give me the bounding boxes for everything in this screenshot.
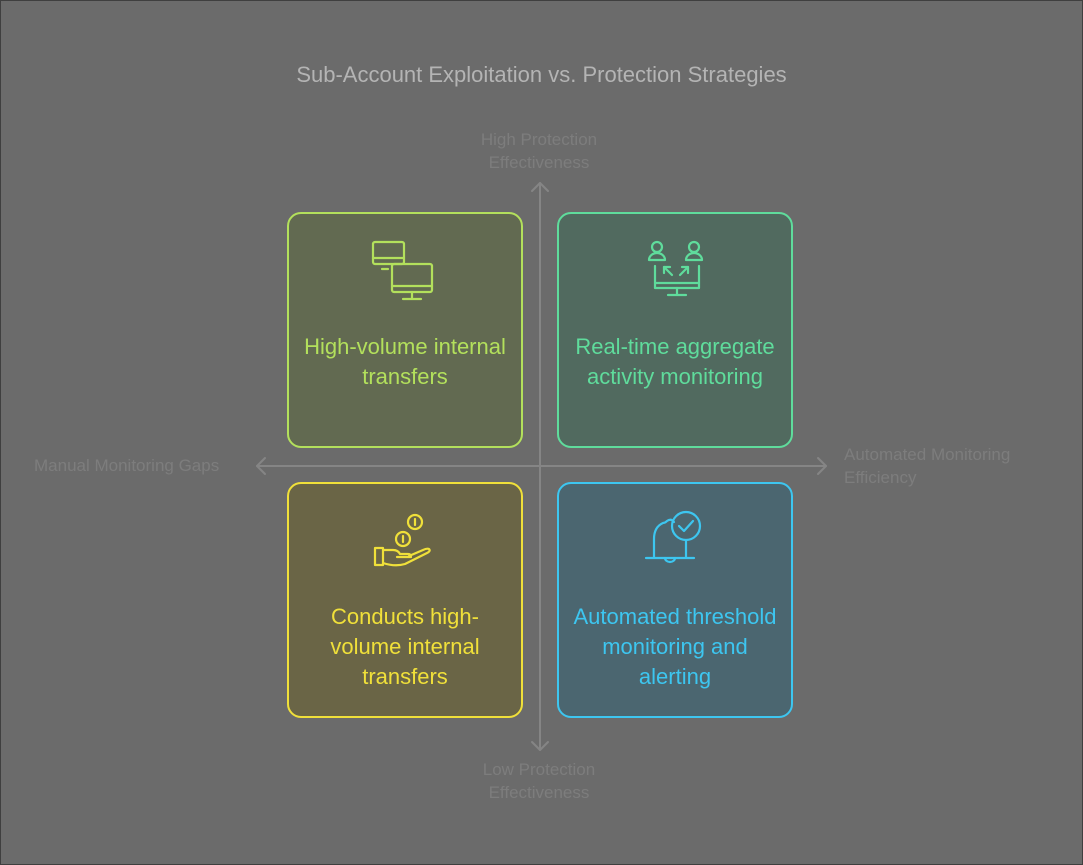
axis-label-top: High Protection Effectiveness <box>480 130 598 172</box>
axis-label-left: Manual Monitoring Gaps <box>34 456 220 475</box>
quadrant-card-top-left: High-volume internal transfers <box>287 212 523 448</box>
users-monitor-icon <box>647 240 704 297</box>
bell-check-icon <box>644 510 702 564</box>
dual-monitor-icon <box>371 240 434 301</box>
diagram-title: Sub-Account Exploitation vs. Protection … <box>296 62 787 87</box>
quadrant-label: Automated threshold monitoring and alert… <box>573 604 777 689</box>
quadrant-card-top-right: Real-time aggregate activity monitoring <box>557 212 793 448</box>
quadrant-card-bottom-left: Conducts high-volume internal transfers <box>287 482 523 718</box>
quadrant-label: Conducts high-volume internal transfers <box>330 604 480 689</box>
quadrant-card-bottom-right: Automated threshold monitoring and alert… <box>557 482 793 718</box>
quadrant-label: Real-time aggregate activity monitoring <box>575 334 775 389</box>
axis-label-bottom: Low Protection Effectiveness <box>482 760 596 802</box>
hand-coins-icon <box>373 513 431 567</box>
axis-label-right: Automated Monitoring Efficiency <box>844 445 1011 487</box>
quadrant-label: High-volume internal transfers <box>304 334 506 389</box>
